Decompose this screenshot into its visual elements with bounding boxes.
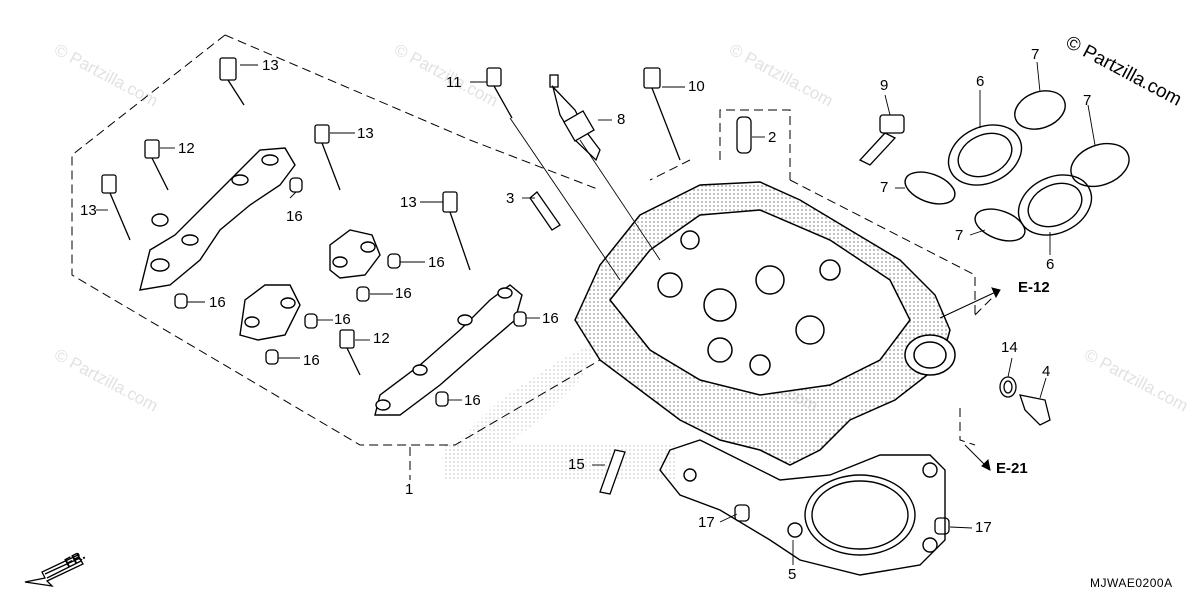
callout-1: 1 (405, 481, 414, 498)
callout-7: 7 (1031, 46, 1040, 63)
callout-8: 8 (617, 111, 626, 128)
intake-insulators (947, 124, 1093, 236)
callout-5: 5 (788, 566, 797, 583)
callout-13: 13 (262, 57, 279, 74)
reference-e-12: E-12 (1018, 279, 1050, 296)
spark-plug (549, 74, 601, 162)
reference-arrows (939, 287, 1001, 471)
temperature-sensor (858, 114, 905, 166)
callout-16: 16 (542, 310, 559, 327)
head-gasket (659, 439, 946, 576)
callout-16: 16 (428, 254, 445, 271)
callout-16: 16 (286, 208, 303, 225)
assembly-outline-left (71, 34, 601, 480)
callout-6: 6 (976, 73, 985, 90)
callout-16: 16 (303, 352, 320, 369)
callout-6: 6 (1046, 256, 1055, 273)
callout-12: 12 (373, 330, 390, 347)
callout-13: 13 (80, 202, 97, 219)
front-direction-arrow (24, 554, 84, 587)
stud-bolt (599, 449, 626, 495)
diagram-code: MJWAE0200A (1090, 576, 1173, 590)
callout-7: 7 (955, 227, 964, 244)
callout-13: 13 (400, 194, 417, 211)
small-pins (529, 116, 752, 231)
camshaft-holder (139, 147, 296, 291)
callout-9: 9 (880, 77, 889, 94)
callout-3: 3 (506, 190, 515, 207)
plug-and-washer (999, 376, 1051, 426)
callout-10: 10 (688, 78, 705, 95)
callout-16: 16 (334, 311, 351, 328)
callout-15: 15 (568, 456, 585, 473)
cylinder-head (574, 181, 956, 466)
callout-13: 13 (357, 125, 374, 142)
leader-lines (96, 61, 1096, 565)
callout-17: 17 (698, 514, 715, 531)
camshaft-holder-small (239, 229, 381, 341)
bolts (101, 57, 681, 376)
callout-16: 16 (209, 294, 226, 311)
callout-16: 16 (395, 285, 412, 302)
callout-11: 11 (446, 74, 462, 91)
callout-7: 7 (1083, 92, 1092, 109)
callout-4: 4 (1042, 363, 1051, 380)
callout-16: 16 (464, 392, 481, 409)
hose-clamps (904, 90, 1130, 242)
reference-e-21: E-21 (996, 460, 1028, 477)
callout-2: 2 (768, 129, 777, 146)
callout-12: 12 (178, 140, 195, 157)
callout-7: 7 (880, 179, 889, 196)
callout-17: 17 (975, 519, 992, 536)
camshaft-holder-lower (374, 284, 523, 416)
callout-14: 14 (1001, 339, 1018, 356)
